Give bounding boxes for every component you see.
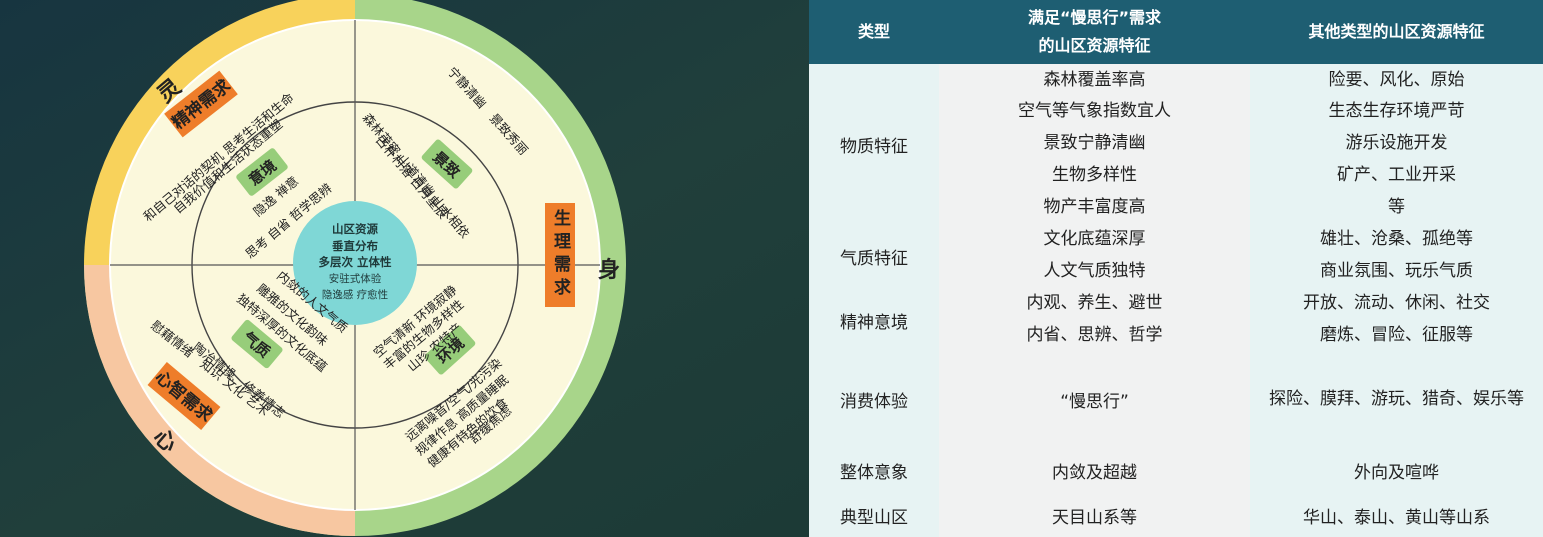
cell-line: 雄壮、沧桑、孤绝等 <box>1320 229 1473 250</box>
cell-line: 险要、风化、原始 <box>1328 69 1465 90</box>
table-row: 精神意境 内观、养生、避世 内省、思辨、哲学 开放、流动、休闲、社交 磨炼、冒险… <box>809 288 1543 352</box>
table-header-row: 类型 满足“慢思行”需求 的山区资源特征 其他类型的山区资源特征 <box>809 0 1543 64</box>
table-row: 典型山区 天目山系等 华山、泰山、黄山等山系 <box>809 493 1543 537</box>
cell-line: 矿产、工业开采 <box>1337 164 1456 185</box>
row-type: 气质特征 <box>809 224 939 288</box>
row-slow: “慢思行” <box>939 352 1250 447</box>
row-type: 整体意象 <box>809 447 939 493</box>
cell-line: 森林覆盖率高 <box>1043 69 1146 90</box>
header-other: 其他类型的山区资源特征 <box>1250 0 1543 64</box>
center-line-1: 山区资源 <box>332 222 378 236</box>
cell-line: 内省、思辨、哲学 <box>1026 325 1163 345</box>
row-slow: 内观、养生、避世 内省、思辨、哲学 <box>939 288 1250 352</box>
header-slow-line-1: 满足“慢思行”需求 <box>1027 8 1162 27</box>
cell-line: 物产丰富度高 <box>1043 196 1146 217</box>
header-type: 类型 <box>809 0 939 64</box>
header-slow-line-2: 的山区资源特征 <box>1038 36 1151 55</box>
cell-line: 景致宁静清幽 <box>1043 133 1146 154</box>
resource-diagram: 山区资源 垂直分布 多层次 立体性 安驻式体验 隐逸感 疗愈性 灵 身 心 精神… <box>84 0 626 536</box>
comparison-table-panel: 类型 满足“慢思行”需求 的山区资源特征 其他类型的山区资源特征 物质特征 森林… <box>809 0 1543 537</box>
center-line-4: 安驻式体验 <box>329 272 382 285</box>
center-line-5: 隐逸感 疗愈性 <box>322 288 388 301</box>
cell-line: 游乐设施开发 <box>1345 133 1448 154</box>
cell-line: 人文气质独特 <box>1043 261 1146 281</box>
center-circle <box>293 201 417 325</box>
cell-line: 空气等气象指数宜人 <box>1018 101 1171 122</box>
row-type: 典型山区 <box>809 493 939 537</box>
outer-char-shen: 身 <box>598 257 620 283</box>
row-slow: 文化底蕴深厚 人文气质独特 <box>939 224 1250 288</box>
table-row: 气质特征 文化底蕴深厚 人文气质独特 雄壮、沧桑、孤绝等 商业氛围、玩乐气质 <box>809 224 1543 288</box>
cell-line: 磨炼、冒险、征服等 <box>1320 325 1473 345</box>
row-other: 险要、风化、原始 生态生存环境严苛 游乐设施开发 矿产、工业开采 等 <box>1250 64 1543 224</box>
row-type: 物质特征 <box>809 64 939 224</box>
table-row: 物质特征 森林覆盖率高 空气等气象指数宜人 景致宁静清幽 生物多样性 物产丰富度… <box>809 64 1543 224</box>
cell-line: 等 <box>1388 196 1405 217</box>
row-other: 外向及喧哗 <box>1250 447 1543 493</box>
cell-line: 开放、流动、休闲、社交 <box>1303 293 1490 314</box>
row-slow: 天目山系等 <box>939 493 1250 537</box>
need-physiological: 生理需求 <box>545 203 575 307</box>
row-type: 精神意境 <box>809 288 939 352</box>
header-slow: 满足“慢思行”需求 的山区资源特征 <box>939 0 1250 64</box>
row-other: 华山、泰山、黄山等山系 <box>1250 493 1543 537</box>
center-line-2: 垂直分布 <box>332 239 378 253</box>
row-other: 探险、膜拜、游玩、猎奇、娱乐等 <box>1250 352 1543 447</box>
cell-line: 生物多样性 <box>1052 164 1137 185</box>
row-other: 雄壮、沧桑、孤绝等 商业氛围、玩乐气质 <box>1250 224 1543 288</box>
row-slow: 森林覆盖率高 空气等气象指数宜人 景致宁静清幽 生物多样性 物产丰富度高 <box>939 64 1250 224</box>
table-row: 整体意象 内敛及超越 外向及喧哗 <box>809 447 1543 493</box>
svg-text:生理需求: 生理需求 <box>550 208 571 301</box>
row-slow: 内敛及超越 <box>939 447 1250 493</box>
cell-line: 生态生存环境严苛 <box>1328 101 1465 122</box>
center-line-3: 多层次 立体性 <box>318 255 392 269</box>
table-row: 消费体验 “慢思行” 探险、膜拜、游玩、猎奇、娱乐等 <box>809 352 1543 447</box>
row-other: 开放、流动、休闲、社交 磨炼、冒险、征服等 <box>1250 288 1543 352</box>
cell-line: 文化底蕴深厚 <box>1043 229 1146 250</box>
cell-line: 商业氛围、玩乐气质 <box>1320 261 1473 281</box>
comparison-table: 类型 满足“慢思行”需求 的山区资源特征 其他类型的山区资源特征 物质特征 森林… <box>809 0 1543 537</box>
row-type: 消费体验 <box>809 352 939 447</box>
cell-line: 内观、养生、避世 <box>1026 293 1163 314</box>
